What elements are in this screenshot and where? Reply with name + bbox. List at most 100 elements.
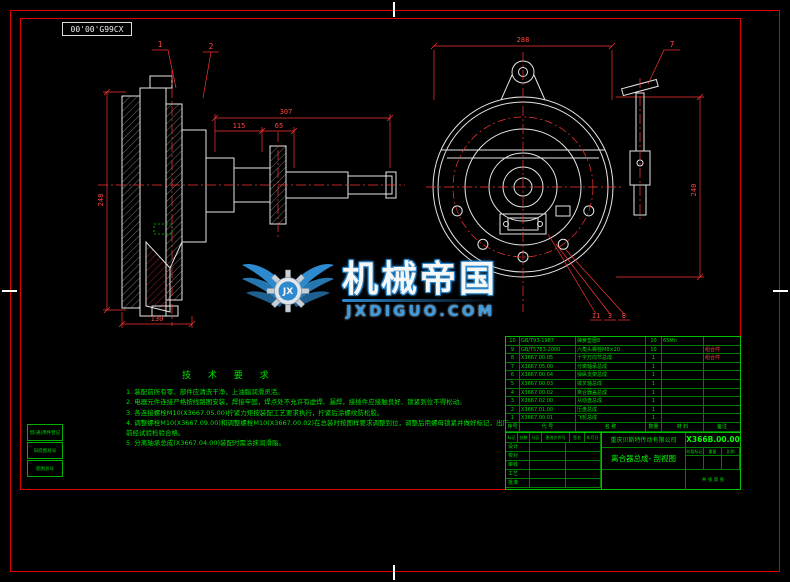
balloon-label: 11: [592, 312, 600, 320]
bom-cell: [662, 405, 704, 415]
watermark-url: JXDIGUO.COM: [346, 301, 496, 320]
bom-cell: 拨叉轴总成: [576, 379, 646, 389]
dimension-label: 240: [690, 184, 698, 197]
bom-cell: [704, 389, 740, 398]
center-mark-right: [773, 290, 788, 292]
bom-cell: 10: [646, 345, 662, 355]
bom-cell: X3667.00.01: [520, 414, 576, 423]
dimension-label: 115: [233, 122, 246, 130]
sheet-count: 共 张 第 张: [701, 477, 725, 483]
bom-cell: X3667.05.00: [520, 362, 576, 372]
tech-requirement-item: 5. 分离轴承总成(X3667.04.00)装配时需涂抹润滑脂。: [126, 439, 286, 448]
center-mark-top: [393, 2, 395, 17]
bom-cell: 飞轮总成: [576, 414, 646, 423]
bom-cell: GB/T93-1987: [520, 337, 576, 346]
bom-cell: 1: [646, 379, 662, 389]
bom-cell: [662, 414, 704, 423]
bom-cell: 3: [506, 397, 520, 406]
tech-requirement-item: 2. 电器元件连接严格按线路图安装，焊接牢固，焊点处不允许有虚焊、漏焊，接插件应…: [126, 398, 466, 407]
center-mark-bottom: [393, 565, 395, 580]
bom-cell: 10: [646, 337, 662, 346]
bom-cell: [704, 406, 740, 415]
bom-cell: 1: [646, 371, 662, 380]
bom-cell: [662, 388, 704, 398]
bom-cell: [662, 345, 704, 355]
dimension-label: 65: [275, 122, 283, 130]
bom-cell: 十字万向节总成: [576, 354, 646, 363]
stage-label: 阶段标记: [686, 447, 704, 456]
bom-cell: 组合件: [704, 354, 740, 363]
bom-cell: X3667.02.00: [520, 397, 576, 406]
bom-cell: 2: [506, 405, 520, 415]
margin-box-borrow-record: 借(通)用件登记: [27, 424, 63, 441]
tech-requirement-item: 1. 装配前所有零、部件应清洗干净，上油脂润滑灵活。: [126, 388, 284, 397]
drawing-code-box: 00'00'G99CX: [62, 22, 132, 36]
watermark-brand: 机械帝国: [342, 258, 499, 300]
bom-cell: X3667.00.04: [520, 371, 576, 380]
bom-cell: 1: [646, 388, 662, 398]
title-info-block: 重庆贝斯特传动有限公司 X366B.00.00 离合器总成- 剖视图 阶段标记 …: [602, 432, 740, 490]
bom-cell: [704, 414, 740, 423]
bom-cell: [704, 337, 740, 346]
bom-cell: X3667.00.02: [520, 388, 576, 398]
bom-cell: 4: [506, 388, 520, 398]
bom-cell: 9: [506, 345, 520, 355]
dimension-label: 248: [97, 194, 105, 207]
bom-cell: X3667.01.00: [520, 405, 576, 415]
logo-monogram: JX: [282, 287, 293, 297]
balloon-label: 7: [670, 40, 675, 49]
bom-cell: [662, 379, 704, 389]
bom-cell: [662, 354, 704, 363]
bom-cell: [662, 371, 704, 380]
bom-header-cell: 备注: [704, 423, 740, 432]
balloon-label: 2: [209, 42, 214, 51]
dimension-label: 130: [151, 315, 164, 323]
dimension-label: 288: [517, 36, 530, 44]
bom-header-row: 序号 代 号 名 称 数量 材 料 备注: [506, 422, 740, 432]
bom-cell: GB/T5783-2000: [520, 345, 576, 355]
stage-grid: 阶段标记 重量 比例: [686, 447, 740, 470]
bom-header-cell: 序号: [506, 422, 520, 432]
bom-cell: 10: [506, 337, 520, 346]
bom-cell: [662, 397, 704, 406]
bom-cell: 弹簧垫圈8: [576, 337, 646, 346]
dimension-label: 307: [280, 108, 293, 116]
balloon-label: 1: [158, 40, 163, 49]
bom-cell: 7: [506, 362, 520, 372]
bom-header-cell: 数量: [646, 422, 662, 432]
part-name: 离合器总成- 剖视图: [602, 447, 686, 470]
bom-cell: 8: [506, 354, 520, 363]
center-mark-left: [2, 290, 17, 292]
title-block-bottom: 标记 处数 分区 更改文件号 签名 年月日 设计 校对 审核 工艺 批准 重庆贝…: [506, 431, 740, 490]
bom-cell: [704, 371, 740, 380]
right-front-view: 288 240 7: [426, 36, 704, 321]
bom-cell: 1: [646, 414, 662, 423]
change-record-block: 标记 处数 分区 更改文件号 签名 年月日 设计 校对 审核 工艺 批准: [506, 432, 602, 490]
tech-requirement-item: 4. 调整螺栓M10(X3667.09.00)和调整螺栓M10(X3667.00…: [126, 419, 510, 437]
bom-cell: 从动盘总成: [576, 397, 646, 406]
tech-requirements-title: 技 术 要 求: [182, 371, 276, 381]
bom-cell: [704, 397, 740, 406]
bom-cell: 1: [646, 397, 662, 406]
change-header-cell: 更改文件号: [542, 432, 570, 443]
bom-cell: 压盘总成: [576, 405, 646, 415]
sign-row-label: 校对: [506, 451, 530, 461]
drawing-number: X366B.00.00: [686, 433, 740, 448]
change-header-cell: 签名: [570, 432, 585, 443]
bom-cell: 1: [646, 405, 662, 415]
stage-label: 重量: [704, 447, 722, 456]
change-header-cell: 标记: [506, 432, 518, 443]
bom-cell: 六角头螺栓M8×20: [576, 345, 646, 355]
change-header-cell: 分区: [530, 432, 542, 443]
inner-border-frame: [20, 18, 741, 490]
sign-row-label: 批准: [506, 478, 530, 488]
